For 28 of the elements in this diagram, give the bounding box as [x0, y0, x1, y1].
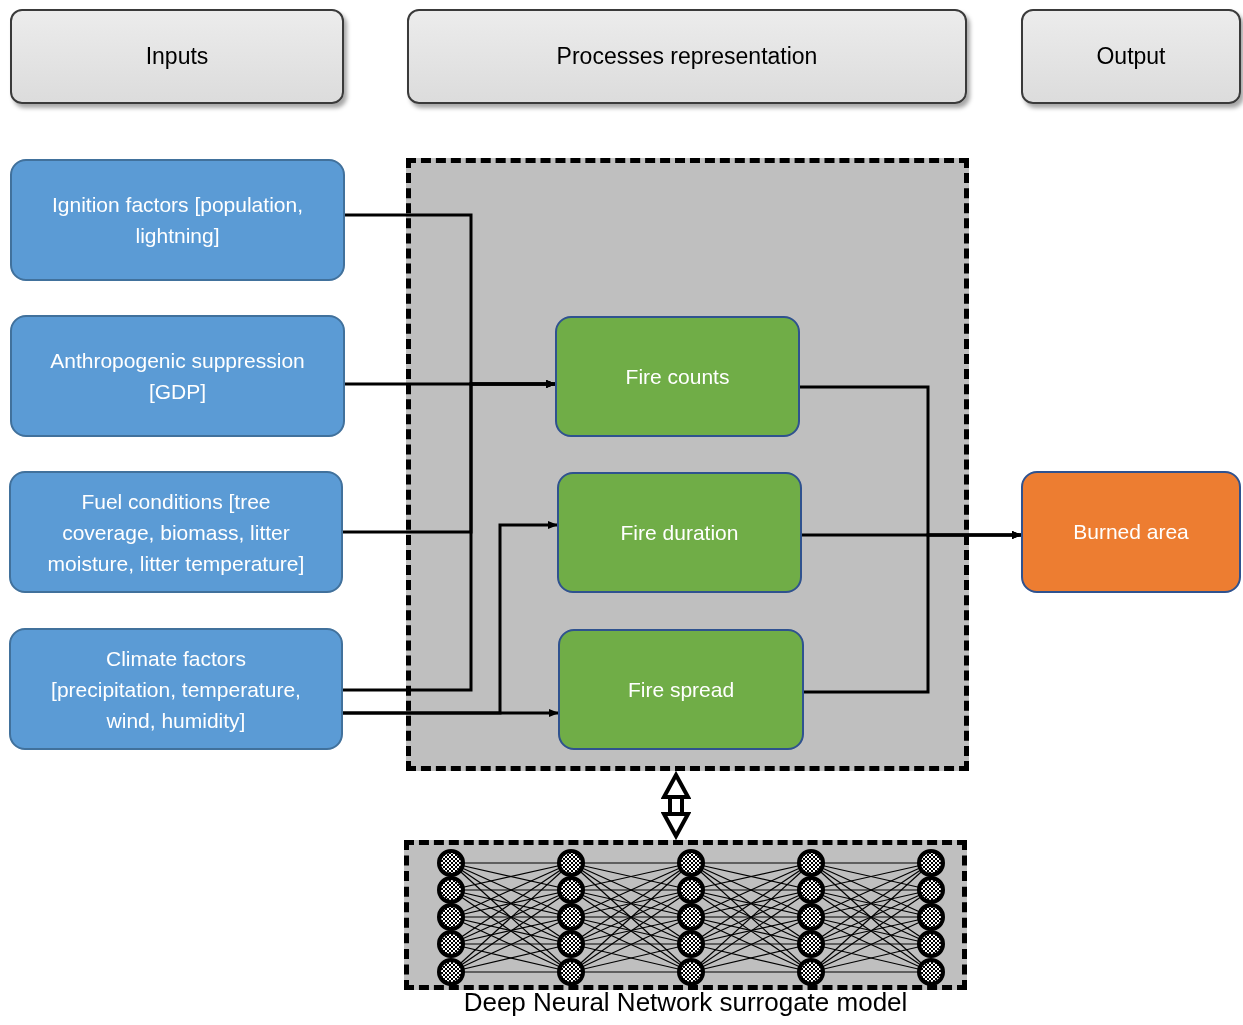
process-box: [555, 316, 800, 437]
input-label: Ignition factors [population, lightning]: [51, 192, 304, 249]
input-label: Fuel conditions [tree coverage, biomass, litter moisture, litter temperature]: [46, 488, 306, 577]
input-label: Climate factors [precipitation, temperature, wind, humidity]: [50, 645, 302, 734]
header-box: [10, 9, 344, 104]
column-heading: Inputs: [144, 42, 210, 72]
header-box: [407, 9, 967, 104]
process-label: Fire duration: [619, 519, 740, 546]
input-label: Anthropogenic suppression [GDP]: [49, 348, 306, 405]
output-label: Burned area: [1072, 519, 1190, 546]
process-box: [558, 629, 804, 750]
model-caption: Deep Neural Network surrogate model: [463, 986, 908, 1018]
process-container: [406, 158, 969, 771]
input-box: [10, 315, 345, 437]
process-box: [557, 472, 802, 593]
column-heading: Processes representation: [555, 42, 819, 72]
input-box: [10, 159, 345, 281]
header-box: [1021, 9, 1241, 104]
connector-arrow: [343, 521, 558, 715]
double-block-arrow: [662, 773, 690, 838]
output-box: [1021, 471, 1241, 593]
process-label: Fire counts: [624, 363, 731, 390]
connector-arrow: [343, 380, 556, 692]
input-box: [9, 471, 343, 593]
column-heading: Output: [1095, 42, 1167, 72]
input-box: [9, 628, 343, 750]
process-label: Fire spread: [626, 676, 736, 703]
connector-arrow: [804, 531, 1022, 694]
